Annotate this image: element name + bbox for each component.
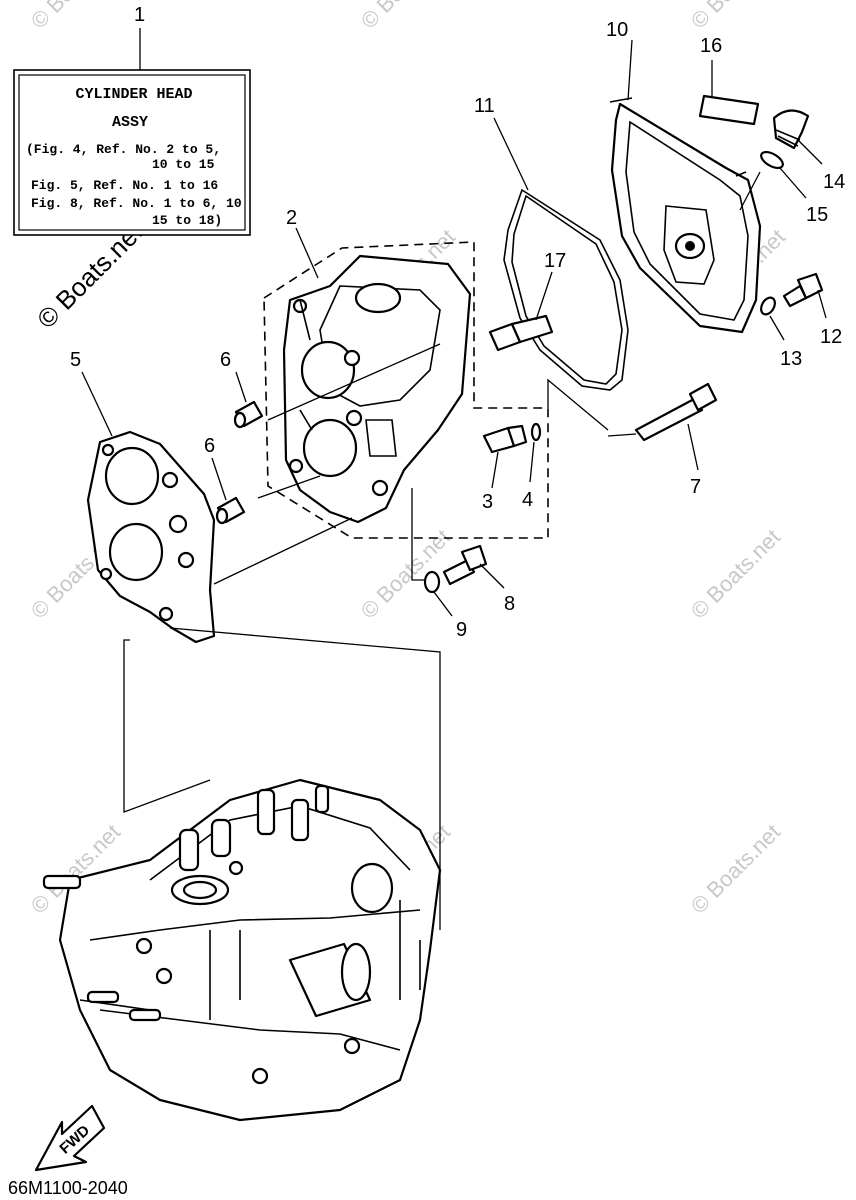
watermark: © Boats.net <box>26 0 125 34</box>
watermark: © Boats.net <box>356 524 455 623</box>
part-5-head-gasket: 5 <box>70 349 216 644</box>
part-12-bolt: 12 <box>782 272 842 348</box>
callout-4: 4 <box>522 489 533 511</box>
box-line-7: 15 to 18) <box>152 213 222 228</box>
part-3-fitting: 3 <box>482 424 528 513</box>
part-17-spark-plug: 17 <box>488 250 566 352</box>
part-11-cover-gasket: 11 <box>474 95 629 391</box>
callout-6b: 6 <box>204 435 215 457</box>
callout-2: 2 <box>286 207 297 229</box>
callout-1: 1 <box>134 4 145 26</box>
fwd-arrow: FWD <box>34 1104 106 1172</box>
part-7-head-bolt: 7 <box>607 382 718 498</box>
cylinder-block <box>42 778 442 1122</box>
callout-16: 16 <box>700 35 722 57</box>
box-line-5: Fig. 5, Ref. No. 1 to 16 <box>31 178 218 193</box>
part-8-bolt: 8 <box>442 544 515 615</box>
part-14-filler-cap: 14 <box>772 109 845 193</box>
callout-15: 15 <box>806 204 828 226</box>
part-2-cylinder-head: 2 <box>263 207 549 539</box>
callout-5: 5 <box>70 349 81 371</box>
assembly-info-box: 1 CYLINDER HEAD ASSY (Fig. 4, Ref. No. 2… <box>13 4 251 236</box>
part-15-o-ring: 15 <box>760 150 828 226</box>
callout-8: 8 <box>504 593 515 615</box>
callout-6a: 6 <box>220 349 231 371</box>
box-title-2: ASSY <box>112 114 148 131</box>
callout-14: 14 <box>823 171 845 193</box>
watermark: © Boats.net <box>356 0 455 34</box>
box-line-3: (Fig. 4, Ref. No. 2 to 5, <box>26 142 221 157</box>
watermark: © Boats.net <box>686 524 785 623</box>
box-line-6: Fig. 8, Ref. No. 1 to 6, 10 <box>31 196 242 211</box>
callout-11: 11 <box>474 95 495 117</box>
box-title: CYLINDER HEAD <box>75 86 192 103</box>
watermark: © Boats.net <box>686 0 785 34</box>
alignment-lines <box>123 171 761 930</box>
part-13-washer: 13 <box>760 296 802 370</box>
watermark: © Boats.net <box>686 819 785 918</box>
callout-10: 10 <box>606 19 628 41</box>
box-line-4: 10 to 15 <box>152 157 215 172</box>
part-4-o-ring: 4 <box>522 422 542 511</box>
callout-17: 17 <box>544 250 566 272</box>
callout-3: 3 <box>482 491 493 513</box>
part-6-dowel-lower: 6 <box>204 435 246 525</box>
callout-13: 13 <box>780 348 802 370</box>
part-16-label-plate: 16 <box>698 35 760 126</box>
callout-9: 9 <box>456 619 467 641</box>
part-10-cylinder-head-cover: 10 <box>606 19 762 334</box>
diagram-code: 66M1100-2040 <box>8 1178 128 1198</box>
callout-12: 12 <box>820 326 842 348</box>
part-6-dowel-upper: 6 <box>220 349 264 429</box>
part-9-washer: 9 <box>423 570 467 641</box>
callout-7: 7 <box>690 476 701 498</box>
